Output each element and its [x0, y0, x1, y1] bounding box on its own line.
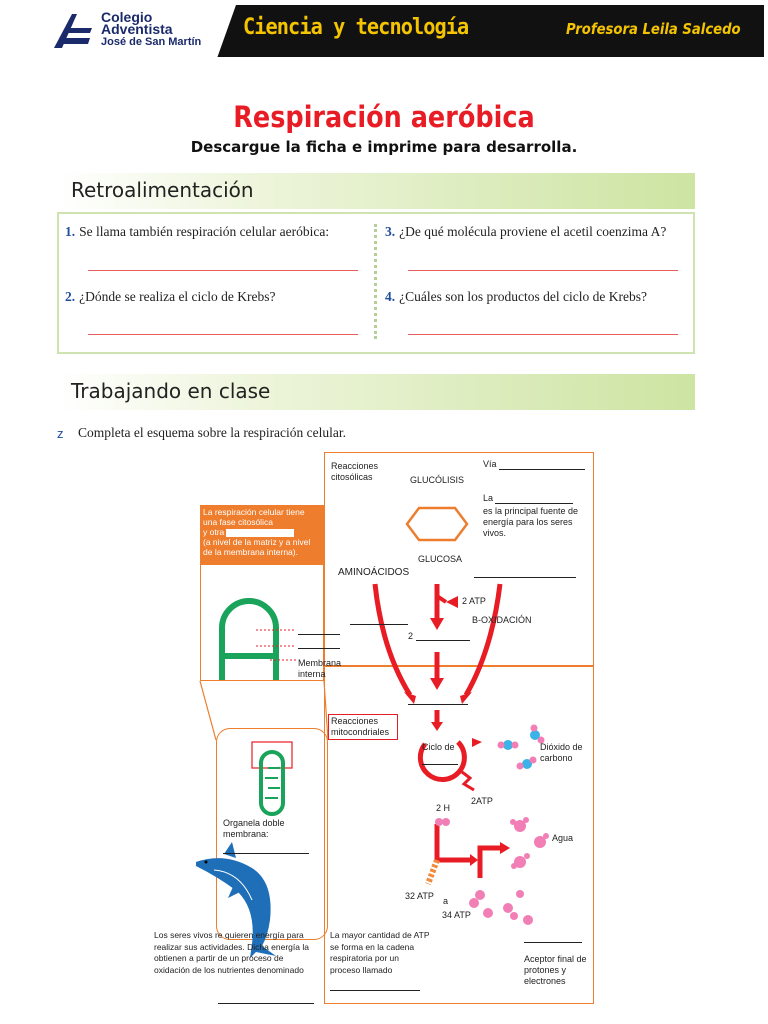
cristae	[265, 768, 280, 798]
blank-proceso[interactable]	[218, 1003, 314, 1004]
mitochondria-outer-membrane	[222, 601, 276, 680]
blank-ciclo[interactable]	[422, 764, 458, 765]
blank-acetil[interactable]	[408, 704, 468, 705]
arrowhead-co2	[472, 738, 482, 747]
blank-membrane-2[interactable]	[298, 648, 340, 649]
label-organela: Organela doble membrana:	[223, 818, 313, 840]
label-aceptor: Aceptor final de protones y electrones	[524, 954, 588, 987]
blank-left-1[interactable]	[350, 624, 408, 625]
small-mitochondria-icon	[261, 752, 283, 814]
label-aminoacidos: AMINOÁCIDOS	[338, 567, 409, 579]
blank-cadena[interactable]	[330, 990, 420, 991]
label-reacciones-citosolicas: Reacciones citosólicas	[331, 461, 391, 483]
water-molecules	[435, 817, 549, 925]
arrowhead	[431, 722, 443, 731]
atp-zigzag	[462, 772, 474, 790]
label-mayor-cantidad: La mayor cantidad de ATP se forma en la …	[330, 930, 430, 976]
glucose-hexagon-icon	[407, 508, 467, 540]
label-a: a	[443, 896, 448, 907]
label-membrana-interna: Membrana interna	[298, 658, 348, 680]
label-seres-vivos: Los seres vivos re quieren energía para …	[154, 930, 320, 976]
arrowhead	[430, 618, 444, 630]
blank-2[interactable]	[416, 640, 470, 641]
blank-aceptor[interactable]	[524, 942, 582, 943]
label-2h: 2 H	[436, 803, 450, 814]
label-reacciones-mitocondriales: Reacciones mitocondriales	[328, 714, 398, 740]
label-glucosa: GLUCOSA	[418, 554, 462, 565]
arrowhead	[500, 842, 510, 854]
label-dioxido-carbono: Dióxido de carbono	[540, 742, 592, 764]
orange-energy-arrow	[428, 860, 437, 884]
label-agua: Agua	[552, 833, 573, 844]
arrowhead	[470, 854, 478, 866]
label-ciclo-de: Ciclo de	[422, 742, 455, 753]
zoom-line-left	[200, 681, 216, 740]
arrow-chain	[437, 824, 470, 860]
blank-la[interactable]	[495, 503, 573, 504]
blank-right-1[interactable]	[474, 577, 576, 578]
blank-organela[interactable]	[223, 853, 309, 854]
label-b-oxidacion: B-OXIDACIÓN	[472, 615, 532, 626]
zoom-frame	[252, 742, 292, 768]
arrow-up	[480, 848, 500, 878]
label-la: La	[483, 493, 493, 504]
label-principal-fuente: es la principal fuente de energía para l…	[483, 506, 579, 539]
arrowhead	[430, 678, 444, 690]
arrowhead-2atp	[446, 596, 458, 608]
label-2atp-b: 2ATP	[471, 796, 493, 807]
label-2atp: 2 ATP	[462, 596, 486, 607]
blank-via[interactable]	[499, 469, 585, 470]
label-glucolisis: GLUCÓLISIS	[410, 475, 464, 486]
label-2: 2	[408, 631, 413, 642]
co2-molecules	[498, 725, 545, 770]
label-via: Vía	[483, 459, 497, 470]
label-34atp: 34 ATP	[442, 910, 471, 921]
arrow-aminoacids	[375, 584, 410, 695]
label-32atp: 32 ATP	[405, 891, 434, 902]
blank-membrane-1[interactable]	[298, 634, 340, 635]
